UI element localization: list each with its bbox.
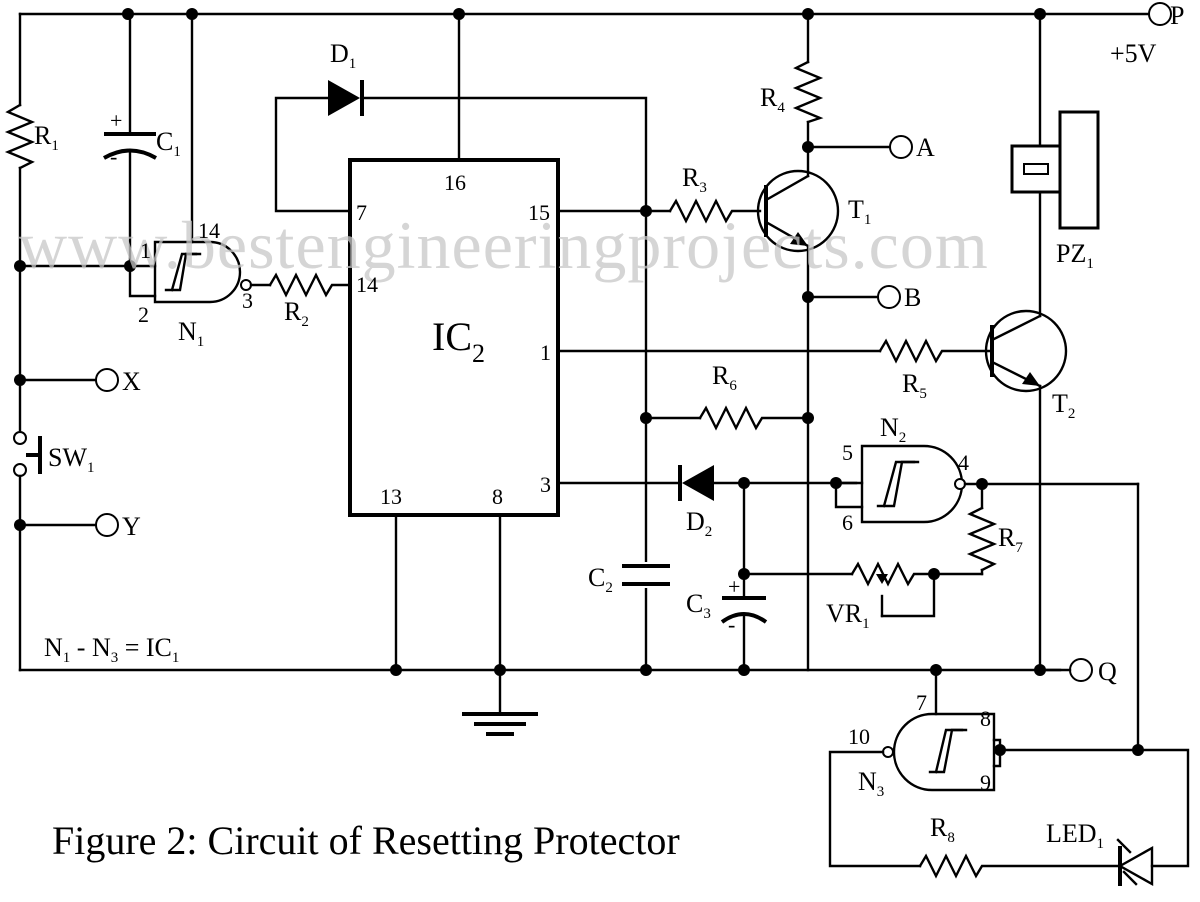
label-led1: LED1 — [1046, 819, 1104, 852]
label-t1: T1 — [848, 195, 871, 228]
label-n3: N3 — [858, 767, 884, 800]
label-r8: R8 — [930, 813, 955, 846]
n1-pin-2: 2 — [138, 302, 149, 327]
terminal-q[interactable] — [1069, 658, 1093, 682]
c1-plus: + — [110, 108, 122, 133]
label-c3: C3 — [686, 589, 711, 622]
n1-pin-14: 14 — [198, 218, 220, 243]
label-t2: T2 — [1052, 389, 1075, 422]
label-d1: D1 — [330, 39, 356, 72]
ic2-pin-3: 3 — [540, 472, 551, 497]
transistor-t2 — [984, 8, 1068, 676]
label-supply: +5V — [1110, 39, 1157, 68]
n2-pin-6: 6 — [842, 510, 853, 535]
watermark-text: www.bestengineeringprojects.com — [18, 207, 989, 283]
terminal-y[interactable] — [95, 513, 119, 537]
label-b: B — [904, 283, 921, 312]
label-r2: R2 — [284, 297, 309, 330]
label-r4: R4 — [760, 83, 785, 116]
left-branch — [4, 12, 132, 672]
label-y: Y — [122, 512, 141, 541]
label-n1: N1 — [178, 317, 204, 350]
ic2-pin-15: 15 — [528, 200, 550, 225]
label-q: Q — [1098, 657, 1117, 686]
terminal-a[interactable] — [889, 135, 913, 159]
c3-plus: + — [728, 574, 740, 599]
capacitor-c3 — [720, 481, 854, 676]
n2-pin-5: 5 — [842, 440, 853, 465]
c1-minus: - — [110, 144, 117, 169]
n3-pin-9: 9 — [980, 770, 991, 795]
n3-pin-10: 10 — [848, 724, 870, 749]
n2-pin-4: 4 — [958, 450, 969, 475]
label-n2: N2 — [880, 413, 906, 446]
ic2-pin-13: 13 — [380, 484, 402, 509]
label-c1: C1 — [156, 127, 181, 160]
ic2-pin-16: 16 — [444, 170, 466, 195]
diode-d2 — [556, 465, 858, 501]
ic2-pin-14: 14 — [356, 272, 378, 297]
n3-pin-8: 8 — [980, 706, 991, 731]
terminal-b[interactable] — [877, 285, 901, 309]
resistor-r5 — [556, 338, 994, 364]
buzzer-pz1 — [1010, 110, 1100, 230]
n3-pin-7: 7 — [916, 690, 927, 715]
label-pz1: PZ1 — [1056, 239, 1094, 272]
terminal-x[interactable] — [95, 368, 119, 392]
resistor-r6 — [640, 405, 814, 431]
c3-minus: - — [728, 612, 735, 637]
led1 — [1116, 748, 1190, 887]
label-p: P — [1170, 1, 1184, 30]
ic2-pin-7: 7 — [356, 200, 367, 225]
label-ic2: IC2 — [432, 314, 485, 368]
diode-d1 — [274, 80, 648, 672]
ic2-chip — [348, 12, 560, 676]
figure-caption: Figure 2: Circuit of Resetting Protector — [52, 818, 680, 863]
resistor-r2 — [268, 272, 352, 298]
ground-symbol — [462, 668, 538, 736]
ic2-pin-8: 8 — [492, 484, 503, 509]
potentiometer-vr1 — [850, 561, 940, 618]
label-r1: R1 — [34, 121, 59, 154]
label-a: A — [916, 133, 935, 162]
label-x: X — [122, 367, 141, 396]
gate-n1 — [128, 12, 272, 304]
resistor-r3 — [556, 198, 762, 224]
gate-n3 — [828, 664, 1144, 868]
resistor-r8 — [918, 853, 1122, 879]
label-r7: R7 — [998, 523, 1023, 556]
label-r5: R5 — [902, 369, 927, 402]
label-r6: R6 — [712, 361, 737, 394]
resistor-r7 — [932, 482, 998, 576]
capacitor-c2 — [622, 562, 670, 676]
label-sw1: SW1 — [48, 443, 95, 476]
label-c2: C2 — [588, 563, 613, 596]
gate-n2 — [830, 444, 1140, 752]
transistor-t1 — [756, 8, 892, 672]
label-vr1: VR1 — [826, 599, 870, 632]
n1-pin-3: 3 — [242, 288, 253, 313]
n1-pin-1: 1 — [140, 238, 151, 263]
label-r3: R3 — [682, 163, 707, 196]
label-d2: D2 — [686, 507, 712, 540]
gate-note: N1 - N3 = IC1 — [44, 633, 179, 666]
terminal-p[interactable] — [1148, 2, 1172, 26]
ic2-pin-1: 1 — [540, 340, 551, 365]
